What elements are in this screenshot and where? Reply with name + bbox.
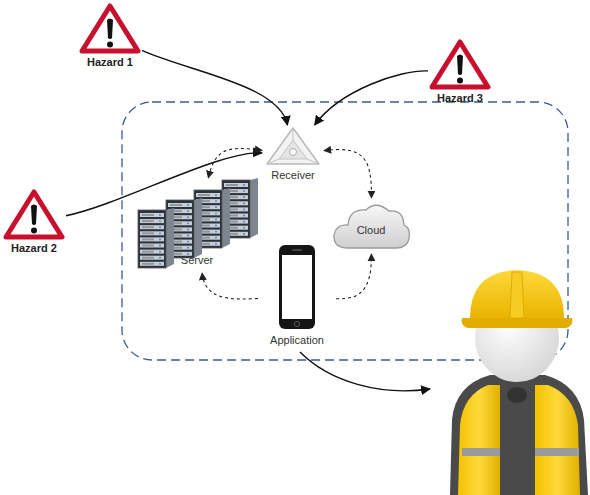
hazard-signal: [66, 153, 262, 216]
notify-arrow: [300, 352, 430, 391]
node-label: Server: [136, 254, 258, 267]
data-link: [324, 150, 371, 198]
data-link: [202, 273, 258, 299]
data-link: [336, 254, 371, 299]
worker-neck: [507, 387, 527, 403]
hazard-signal: [315, 71, 428, 125]
worker-figure: [450, 270, 588, 495]
receiver-device-icon: [262, 125, 324, 167]
vest-stripes: [462, 448, 579, 456]
vest-left: [458, 385, 500, 495]
hazard-sign-icon: [2, 188, 66, 240]
node-label: Receiver: [262, 169, 324, 182]
mobile-application-icon: [258, 243, 336, 331]
hazard-sign: Hazard 2: [2, 188, 66, 256]
cloud-service: Cloud: [330, 198, 412, 254]
hazard-signal: [142, 50, 287, 125]
receiver-device: Receiver: [262, 125, 324, 185]
hat-ridge: [510, 272, 524, 318]
node-label: Cloud: [330, 224, 412, 237]
hazard-sign-icon: [428, 38, 492, 90]
hat-brim: [462, 318, 573, 328]
hazard-sign-icon: [78, 2, 142, 54]
worker-body: [450, 375, 588, 495]
hard-hat: [470, 270, 564, 318]
node-label: Hazard 3: [428, 92, 492, 105]
node-label: Hazard 1: [78, 56, 142, 69]
data-link: [208, 148, 262, 178]
hazard-sign: Hazard 1: [78, 2, 142, 70]
mobile-application: Application: [258, 243, 336, 350]
node-label: Application: [258, 334, 336, 347]
hazard-sign: Hazard 3: [428, 38, 492, 106]
node-label: Hazard 2: [2, 242, 66, 255]
vest-right: [535, 385, 580, 495]
server-rack: Server: [136, 178, 258, 273]
